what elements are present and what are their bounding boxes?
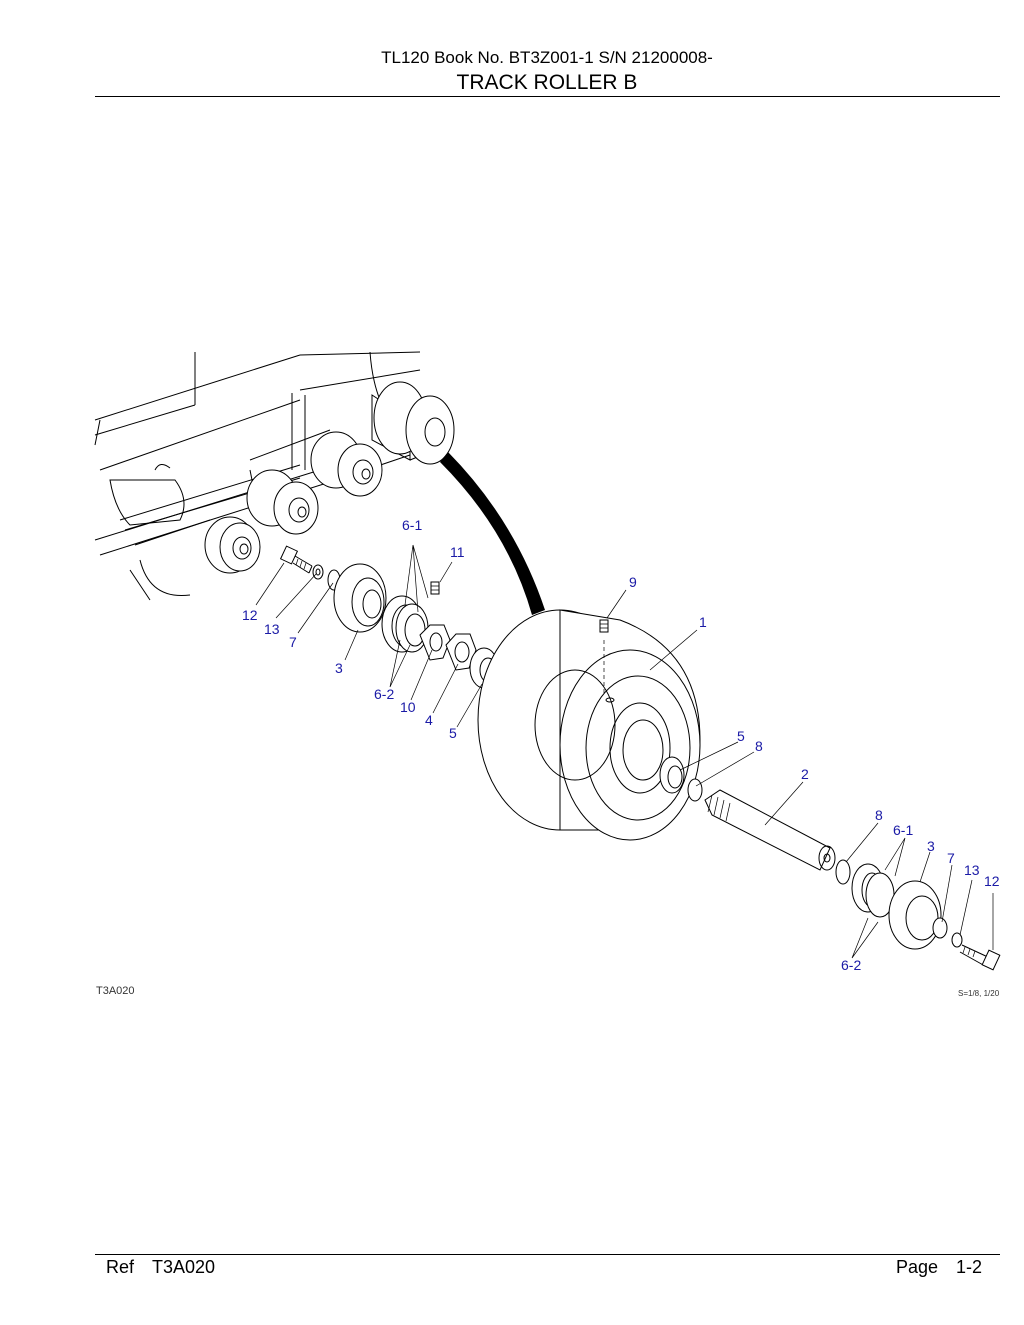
callout-10: 10 [400,699,416,715]
callout-5-left: 5 [449,725,457,741]
track-roller-body [477,609,701,841]
page-title: TRACK ROLLER B [456,71,638,94]
callout-12-right: 12 [984,873,1000,889]
callout-12-left: 12 [242,607,258,623]
figure-code: T3A020 [96,985,135,997]
callout-3-right: 3 [927,838,935,854]
figure-scale: S=1/8, 1/20 [958,989,1000,998]
callout-numbers: 6-1 11 9 1 12 13 7 3 6-2 10 4 5 5 8 2 8 … [242,517,1000,973]
ref-label: Ref [106,1257,135,1277]
mounted-rollers [204,381,455,574]
callout-3-left: 3 [335,660,343,676]
footer-ref: Ref T3A020 [106,1257,215,1278]
callout-6-1-upper: 6-1 [402,517,422,533]
callout-6-1-lower: 6-1 [893,822,913,838]
footer-divider [95,1254,1000,1255]
detail-arrow [440,452,545,615]
footer-page: Page 1-2 [896,1257,982,1278]
callout-6-2-upper: 6-2 [374,686,394,702]
page-number: 1-2 [956,1257,983,1277]
model-line: TL120 Book No. BT3Z001-1 S/N 21200008- [381,48,713,67]
shaft-assembly [659,756,1001,971]
callout-1: 1 [699,614,707,630]
callout-8-lower: 8 [875,807,883,823]
ref-value: T3A020 [152,1257,216,1277]
page-label: Page [896,1257,939,1277]
callout-4: 4 [425,712,433,728]
callout-13-right: 13 [964,862,980,878]
callout-9: 9 [629,574,637,590]
callout-6-2-lower: 6-2 [841,957,861,973]
callout-5-right: 5 [737,728,745,744]
callout-11: 11 [450,544,465,560]
callout-7-right: 7 [947,850,955,866]
callout-leaders [255,544,994,959]
header-divider [95,96,1000,97]
callout-2: 2 [801,766,809,782]
callout-8-upper: 8 [755,738,763,754]
callout-13-left: 13 [264,621,280,637]
left-hardware [279,545,499,689]
callout-7-left: 7 [289,634,297,650]
